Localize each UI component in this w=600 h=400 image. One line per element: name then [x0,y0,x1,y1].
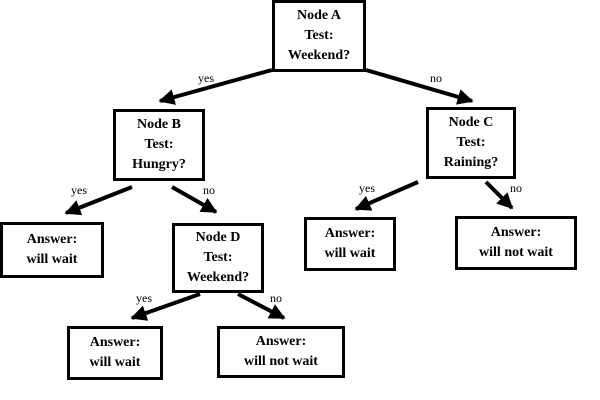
leaf-answer-5-value: will not wait [479,245,553,260]
node-d-title: Node D [195,230,241,245]
node-c-title: Node C [448,115,494,130]
leaf-answer-4-label: Answer: [324,226,376,241]
edge-label-b-leaf1: yes [71,183,87,197]
edge-label-c-leaf4: yes [359,181,375,195]
leaf-answer-3: Answer: will not wait [217,326,345,378]
edge-d-leaf3 [237,292,286,320]
node-b-test-label: Test: [144,137,174,152]
edge-label-d-leaf3: no [270,291,282,305]
leaf-answer-1-value: will wait [26,252,78,267]
node-d-test-label: Test: [203,250,233,265]
leaf-answer-2: Answer: will wait [67,326,163,380]
leaf-answer-5: Answer: will not wait [455,216,577,270]
leaf-answer-4-value: will wait [324,246,376,261]
edge-label-c-leaf5: no [510,181,522,195]
edge-label-b-d: no [203,183,215,197]
leaf-answer-3-value: will not wait [244,354,318,369]
node-c-test-value: Raining? [443,155,499,170]
leaf-answer-3-label: Answer: [255,334,307,349]
node-c: Node C Test: Raining? [426,107,516,179]
edge-label-d-leaf2: yes [136,291,152,305]
leaf-answer-2-value: will wait [89,355,141,370]
node-b-test-value: Hungry? [132,157,186,172]
node-d-test-value: Weekend? [186,270,250,285]
leaf-answer-1: Answer: will wait [0,222,104,278]
node-a-test-value: Weekend? [287,48,351,63]
leaf-answer-5-label: Answer: [490,225,542,240]
node-b-title: Node B [137,117,181,132]
node-a: Node A Test: Weekend? [272,0,366,72]
node-d: Node D Test: Weekend? [172,223,264,293]
leaf-answer-4: Answer: will wait [304,217,396,271]
edge-d-leaf2 [130,292,201,321]
node-c-test-label: Test: [456,135,486,150]
edge-label-a-c: no [430,71,442,85]
node-b: Node B Test: Hungry? [113,109,205,181]
node-a-title: Node A [297,8,341,23]
edge-a-c [365,68,474,105]
edge-label-a-b: yes [198,71,214,85]
leaf-answer-1-label: Answer: [26,232,78,247]
edge-a-b [158,68,273,105]
leaf-answer-2-label: Answer: [89,335,141,350]
edge-b-d [171,185,218,214]
edge-b-leaf1 [64,185,133,216]
node-a-test-label: Test: [304,28,334,43]
edge-c-leaf4 [354,180,419,211]
edge-c-leaf5 [484,180,514,210]
